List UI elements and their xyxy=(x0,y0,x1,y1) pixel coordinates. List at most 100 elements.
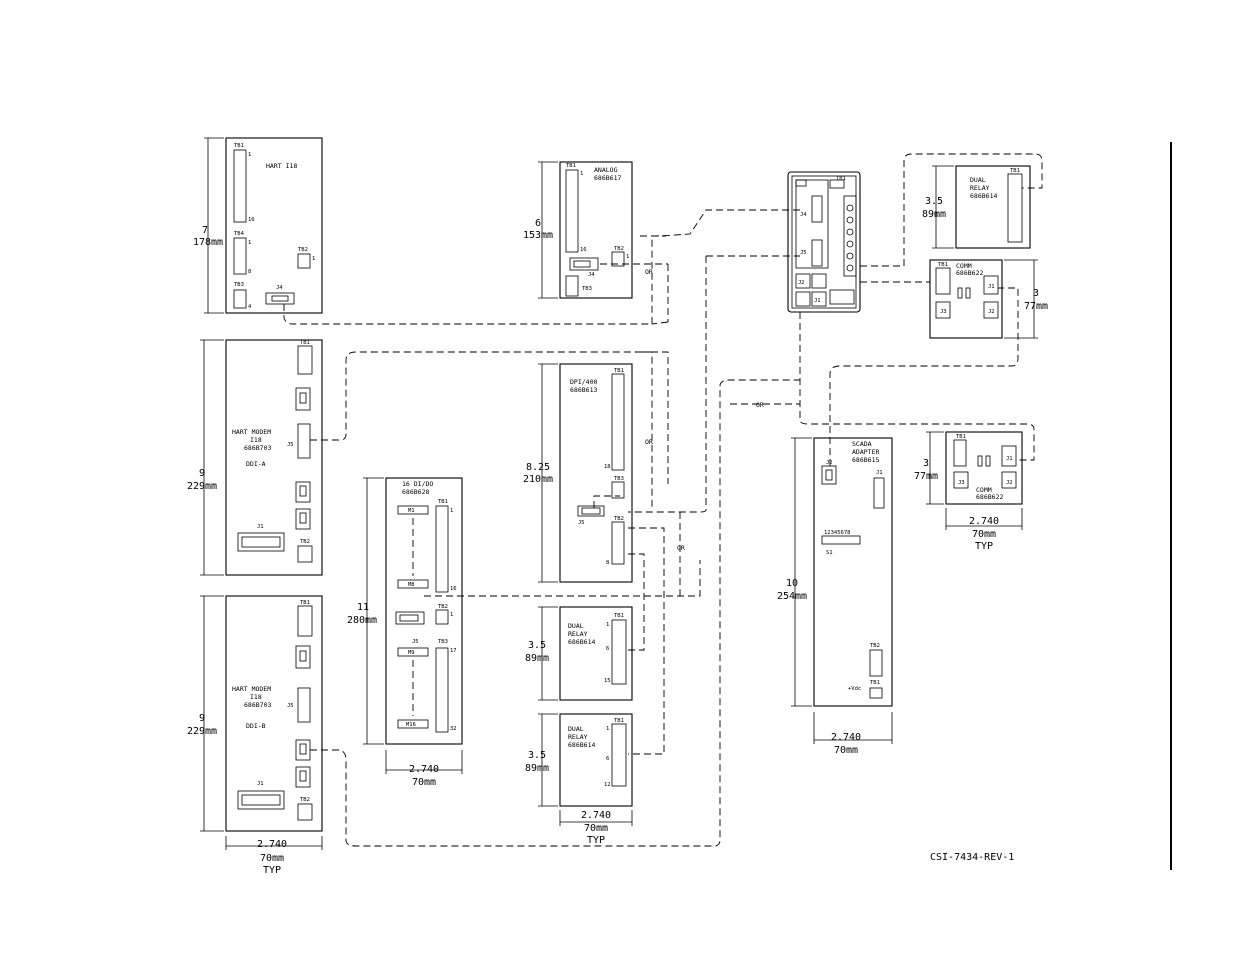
hart-modem-b-title: HART MODEM xyxy=(232,685,271,693)
tb2-label: TB2 xyxy=(614,246,624,252)
hart-modem-b-ddi: DDI-B xyxy=(246,722,266,730)
dim-width-mm: 70mm xyxy=(584,823,608,834)
cpu-j4-label: J4 xyxy=(800,212,807,218)
pin-label: 1 xyxy=(626,254,629,260)
module-comm-1: COMM 686B622 TB1 J1 J3 J2 xyxy=(929,259,1003,339)
dim-width-mm: 70mm xyxy=(834,745,858,756)
module-analog: ANALOG 686B617 TB1 1 16 TB2 1 J4 TB3 xyxy=(559,161,633,299)
comm-part: 686B622 xyxy=(976,493,1003,501)
dim-mm: 229mm xyxy=(187,481,217,492)
j1-label: J1 xyxy=(257,781,264,787)
dim-inch: 3.5 xyxy=(528,640,546,651)
relay-title-2: RELAY xyxy=(970,184,990,192)
dim-inch: 7 xyxy=(202,225,208,236)
or-label: OR xyxy=(756,401,764,409)
dpi-part: 686B613 xyxy=(570,386,597,394)
module-dual-relay-1: DUAL RELAY 686B614 TB1 1 6 15 xyxy=(559,606,633,701)
tb1-label: TB1 xyxy=(300,340,310,346)
scada-part: 686B615 xyxy=(852,456,879,464)
cpu-j5-label: J5 xyxy=(800,250,807,256)
module-cpu: J4 J5 J2 J1 TB1 xyxy=(787,171,861,313)
dim-width-inch: 2.740 xyxy=(831,732,861,743)
j4-label: J4 xyxy=(588,272,595,278)
tb1-label: TB1 xyxy=(614,368,624,374)
tb2-label: TB2 xyxy=(614,516,624,522)
scada-title-2: ADAPTER xyxy=(852,448,879,456)
analog-title: ANALOG xyxy=(594,166,618,174)
tb3-label: TB3 xyxy=(582,286,592,292)
pin-label: 16 xyxy=(248,217,255,223)
pin-label: 16 xyxy=(580,247,587,253)
hart-modem-b-i18: I18 xyxy=(250,693,262,701)
j2-label: J2 xyxy=(1006,480,1013,486)
pin-label: 1 xyxy=(450,612,453,618)
dimension-hart-modem-a: 9 229mm xyxy=(187,339,224,576)
tb1-label: TB1 xyxy=(870,680,880,686)
dim-typ: TYP xyxy=(587,835,605,846)
hart-i18-title: HART I18 xyxy=(266,162,297,170)
hart-i18-tb2: TB2 xyxy=(298,247,308,253)
module-dpi-400: DPI/400 686B613 TB1 18 TB3 J5 TB2 8 xyxy=(559,363,633,583)
s1-label: S1 xyxy=(826,550,833,556)
cpu-j2-label: J2 xyxy=(798,280,805,286)
or-label: OR xyxy=(677,544,685,552)
j3-label: J3 xyxy=(940,309,947,315)
dim-inch: 9 xyxy=(199,468,205,479)
comm-part: 686B622 xyxy=(956,269,983,277)
scada-title: SCADA xyxy=(852,440,872,448)
dim-mm: 77mm xyxy=(914,471,938,482)
di-do-title: 16 DI/DO xyxy=(402,480,433,488)
pin-label: 1 xyxy=(606,726,609,732)
tb1-label: TB1 xyxy=(614,613,624,619)
pin-label: 1 xyxy=(606,622,609,628)
tb1-label: TB1 xyxy=(1010,168,1020,174)
pin-label: 12 xyxy=(604,782,611,788)
dim-inch: 3 xyxy=(1033,288,1039,299)
dimension-dpi: 8.25 210mm xyxy=(523,363,558,583)
j5-label: J5 xyxy=(287,703,294,709)
relay-title: DUAL xyxy=(568,622,584,630)
dimension-relay-2: 3.5 89mm 2.740 70mm TYP xyxy=(525,713,633,846)
pin-label: 32 xyxy=(450,726,457,732)
tb1-label: TB1 xyxy=(300,600,310,606)
j5-label: J5 xyxy=(578,520,585,526)
module-scada-adapter: SCADA ADAPTER 686B615 J2 J1 12345678 S1 … xyxy=(813,437,893,707)
pin-label: 17 xyxy=(450,648,457,654)
dimension-hart-modem-b: 9 229mm xyxy=(187,595,224,832)
relay-title-2: RELAY xyxy=(568,630,588,638)
cable-runs xyxy=(283,153,1043,847)
pin-label: 1 xyxy=(312,256,315,262)
dimension-relay-top: 3.5 89mm xyxy=(922,165,954,249)
pin-label: 8 xyxy=(248,269,251,275)
dimension-relay-1: 3.5 89mm xyxy=(525,606,558,701)
module-16-di-do: 16 DI/DO 686B628 TB1 1 16 M1 M8 TB2 1 J5… xyxy=(385,477,463,745)
hart-i18-tb1: TB1 xyxy=(234,143,244,149)
pin-label: 16 xyxy=(450,586,457,592)
relay-title-2: RELAY xyxy=(568,733,588,741)
tb2-label: TB2 xyxy=(300,797,310,803)
dim-width-inch: 2.740 xyxy=(581,810,611,821)
di-do-part: 686B628 xyxy=(402,488,429,496)
switch-numbers: 12345678 xyxy=(824,530,851,536)
dim-width-mm: 70mm xyxy=(412,777,436,788)
dimension-di-do: 11 280mm 2.740 70mm xyxy=(347,477,463,788)
j5-label: J5 xyxy=(287,442,294,448)
or-labels: OR OR OR OR xyxy=(645,268,764,552)
dimension-comm-1: 3 77mm xyxy=(1004,259,1048,339)
or-label: OR xyxy=(645,268,653,276)
tb1-label: TB1 xyxy=(438,499,448,505)
hart-modem-a-ddi: DDI-A xyxy=(246,460,266,468)
pin-label: 1 xyxy=(248,152,251,158)
dim-inch: 9 xyxy=(199,713,205,724)
tb2-label: TB2 xyxy=(438,604,448,610)
dim-mm: 77mm xyxy=(1024,301,1048,312)
module-hart-modem-b: HART MODEM I18 686B703 DDI-B TB1 J5 J1 T… xyxy=(225,595,323,832)
j3-label: J3 xyxy=(958,480,965,486)
hart-modem-a-part: 686B703 xyxy=(244,444,271,452)
or-label: OR xyxy=(645,438,653,446)
dim-typ: TYP xyxy=(975,541,993,552)
dim-width-inch: 2.740 xyxy=(409,764,439,775)
comm-title: COMM xyxy=(976,486,992,494)
pin-label: 15 xyxy=(604,678,611,684)
dim-inch: 3.5 xyxy=(925,196,943,207)
